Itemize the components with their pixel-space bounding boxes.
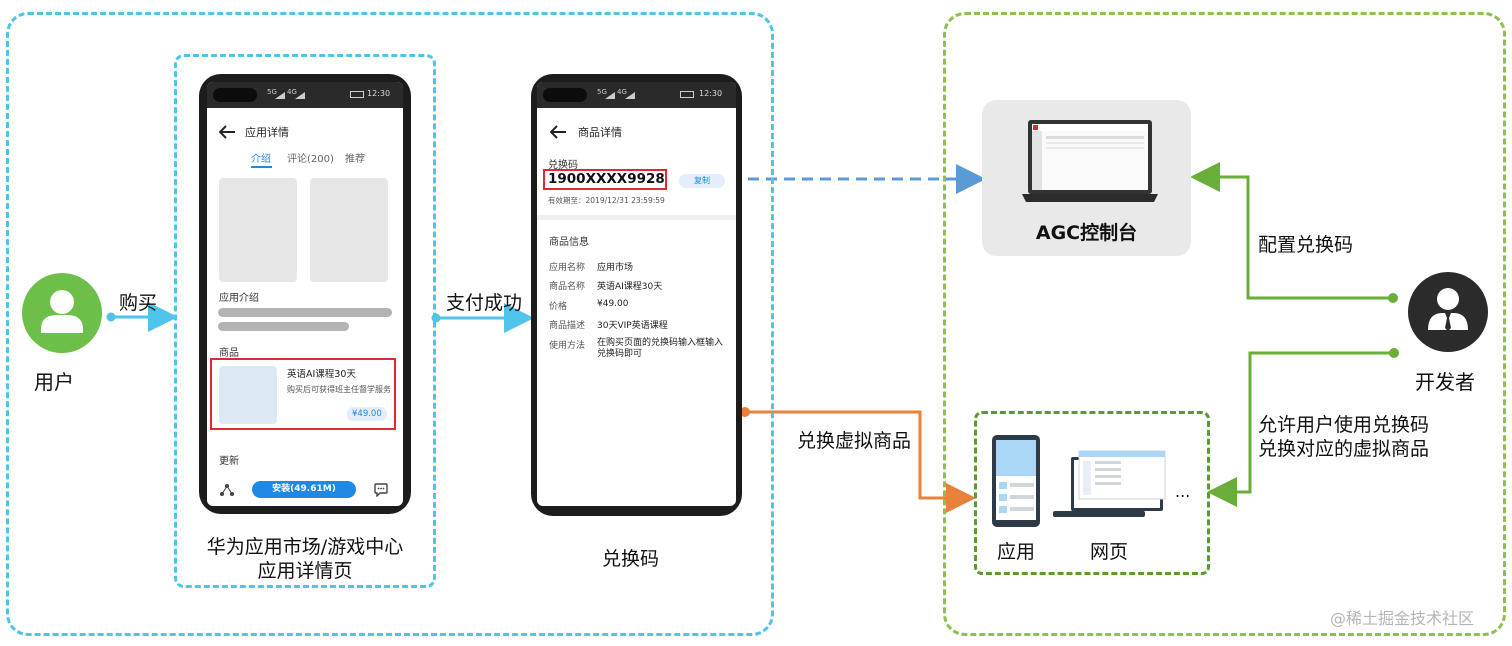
redeem-code-label: 兑换码 [602, 548, 660, 570]
signal-icon [275, 92, 285, 99]
network-4g: 4G [617, 88, 627, 96]
app-label: 应用 [997, 541, 1036, 563]
user-icon [41, 290, 83, 333]
status-time: 12:30 [699, 89, 723, 98]
signal-icon [295, 92, 305, 99]
user-label: 用户 [34, 370, 74, 394]
phone-app-icon [992, 435, 1040, 527]
web-label: 网页 [1090, 541, 1129, 563]
developer-label: 开发者 [1415, 370, 1475, 394]
pay-success-label: 支付成功 [446, 292, 523, 314]
user-avatar [22, 273, 102, 353]
share-icon[interactable] [220, 482, 234, 501]
allow-arrow [1207, 348, 1399, 507]
info-key: 商品名称 [549, 282, 586, 292]
product-card[interactable]: 英语AI课程30天 购买后可获得班主任督学服务 ¥49.00 [210, 358, 396, 430]
agc-console-label: AGC控制台 [1035, 222, 1138, 244]
agc-console-card: AGC控制台 [982, 100, 1191, 256]
info-value: 30天VIP英语课程 [597, 321, 668, 331]
code-label: 兑换码 [548, 160, 578, 171]
right-region-frame [943, 12, 1506, 636]
config-arrow [1190, 162, 1398, 303]
page-title: 商品详情 [578, 126, 622, 139]
info-value: 应用市场 [597, 263, 634, 273]
buy-label: 购买 [119, 292, 158, 314]
info-key: 商品描述 [549, 321, 586, 331]
redeem-phone-screen: 5G 4G 12:30 商品详情 兑换码 1900XXXX9928 复制 有效期… [537, 82, 736, 506]
market-page-subtitle: 应用详情页 [257, 560, 353, 582]
info-key: 应用名称 [549, 263, 586, 273]
market-phone: 5G 4G 12:30 应用详情 介绍 评论(200) 推荐 应用介绍 商品 英… [199, 74, 411, 514]
watermark: @稀土掘金技术社区 [1330, 609, 1475, 628]
screenshot-placeholder [219, 178, 297, 282]
network-5g: 5G [597, 88, 607, 96]
tab-recommend[interactable]: 推荐 [345, 154, 365, 165]
config-code-label: 配置兑换码 [1258, 234, 1354, 256]
allow-label-line2: 兑换对应的虚拟商品 [1258, 438, 1430, 460]
tab-intro[interactable]: 介绍 [251, 154, 271, 165]
back-arrow-icon[interactable] [549, 124, 568, 143]
market-page-frame [174, 54, 436, 588]
laptop-icon [1022, 120, 1158, 202]
goods-label: 商品 [219, 348, 239, 359]
signal-icon [625, 92, 635, 99]
camera-cutout [543, 88, 587, 102]
tab-intro-underline [251, 166, 272, 168]
info-title: 商品信息 [549, 237, 589, 248]
screenshot-placeholder [310, 178, 388, 282]
allow-label-line1: 允许用户使用兑换码 [1258, 414, 1430, 436]
signal-icon [605, 92, 615, 99]
code-validity: 有效期至：2019/12/31 23:59:59 [548, 196, 665, 205]
product-description: 购买后可获得班主任督学服务 [287, 385, 391, 394]
developer-avatar [1408, 272, 1488, 352]
battery-icon [680, 91, 694, 98]
redeem-phone: 5G 4G 12:30 商品详情 兑换码 1900XXXX9928 复制 有效期… [531, 74, 742, 516]
info-value: 英语AI课程30天 [597, 282, 663, 292]
install-button[interactable]: 安装(49.61M) [252, 481, 356, 498]
status-time: 12:30 [367, 89, 391, 98]
buy-arrow [106, 302, 178, 332]
more-ellipsis: ... [1175, 482, 1191, 501]
product-thumbnail [219, 366, 277, 424]
section-divider [537, 215, 736, 220]
left-region-frame [6, 12, 774, 636]
page-title: 应用详情 [245, 126, 289, 139]
market-phone-screen: 5G 4G 12:30 应用详情 介绍 评论(200) 推荐 应用介绍 商品 英… [207, 82, 403, 506]
comment-icon[interactable] [374, 482, 388, 501]
clients-frame [974, 411, 1210, 575]
battery-icon [350, 91, 364, 98]
developer-icon [1428, 288, 1468, 331]
intro-text-placeholder [218, 308, 392, 317]
info-value: ¥49.00 [597, 299, 629, 309]
back-arrow-icon[interactable] [218, 124, 237, 143]
camera-cutout [213, 88, 257, 102]
info-value: 在购买页面的兑换码输入框输入兑换码即可 [597, 338, 724, 359]
market-page-title: 华为应用市场/游戏中心 [206, 536, 404, 558]
app-intro-label: 应用介绍 [219, 293, 259, 304]
tab-reviews[interactable]: 评论(200) [287, 154, 334, 165]
redeem-code-value: 1900XXXX9928 [543, 169, 667, 190]
intro-text-placeholder [218, 322, 349, 331]
update-label: 更新 [219, 456, 239, 467]
copy-button[interactable]: 复制 [679, 174, 725, 188]
product-name: 英语AI课程30天 [287, 369, 356, 380]
info-key: 使用方法 [549, 341, 586, 351]
network-5g: 5G [267, 88, 277, 96]
status-bar: 5G 4G 12:30 [537, 82, 736, 108]
web-laptop-icon [1053, 450, 1166, 517]
info-key: 价格 [549, 302, 568, 312]
exchange-label: 兑换虚拟商品 [797, 430, 912, 452]
status-bar: 5G 4G 12:30 [207, 82, 403, 108]
product-price[interactable]: ¥49.00 [347, 407, 387, 421]
network-4g: 4G [287, 88, 297, 96]
